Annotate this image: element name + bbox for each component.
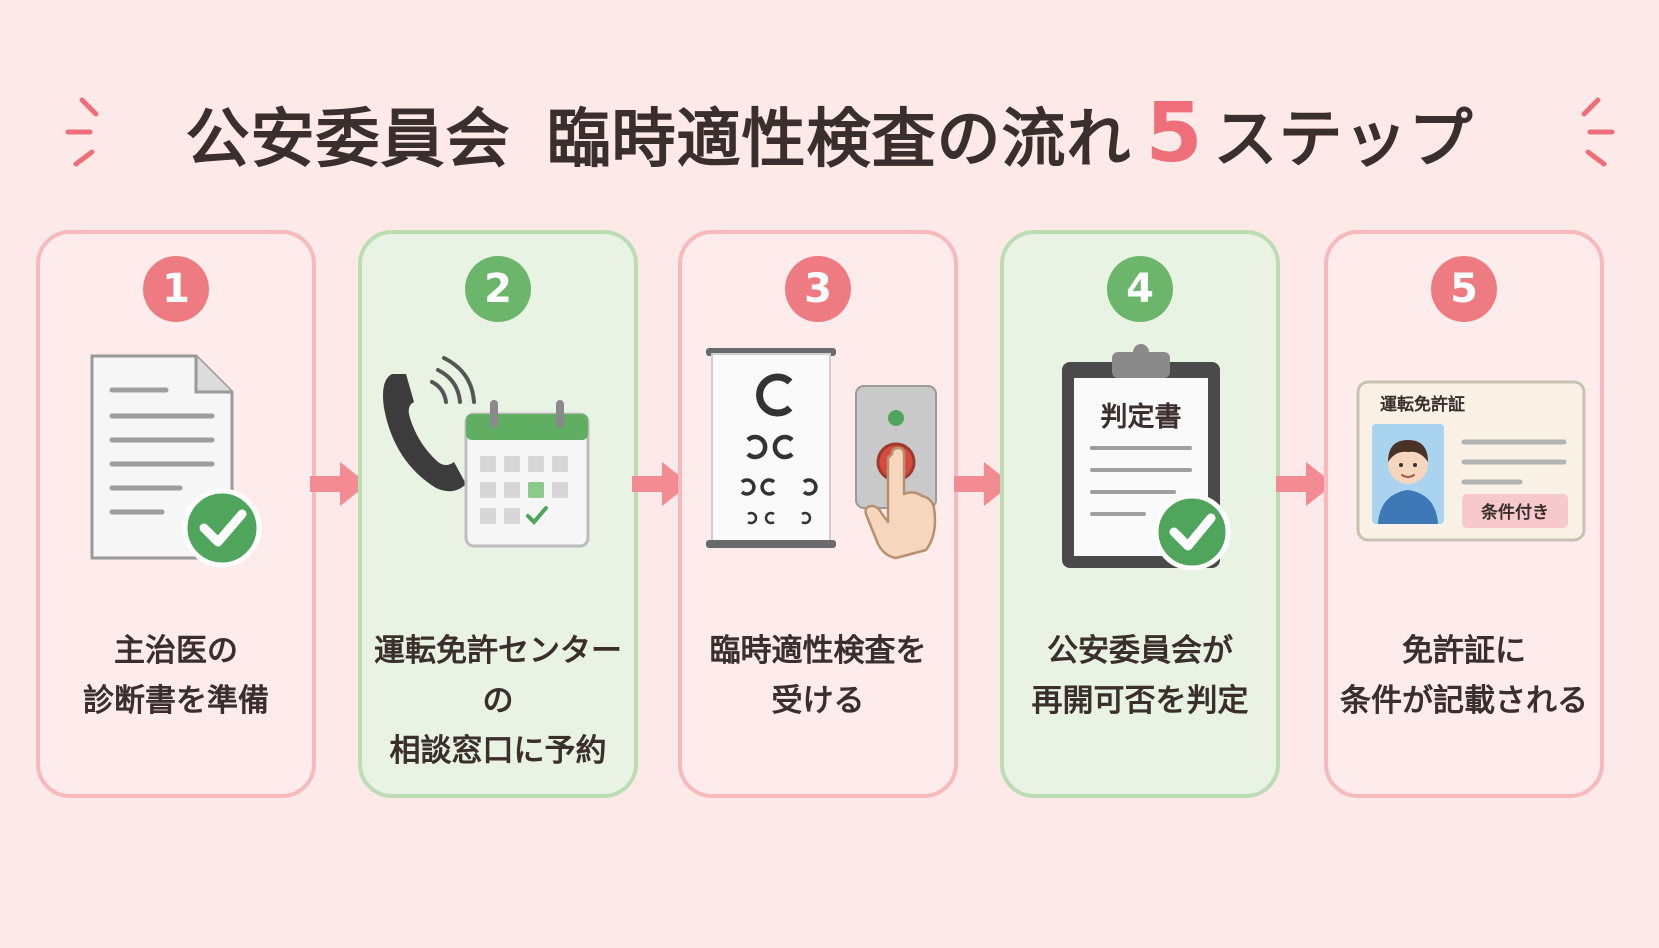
step-caption: 公安委員会が 再開可否を判定: [1031, 633, 1249, 719]
step-caption: 運転免許センターの 相談窓口に予約: [374, 633, 622, 769]
document-illustration: [90, 354, 262, 568]
arrow-right-icon: [310, 462, 368, 506]
sparkle-right-icon: [1581, 97, 1615, 167]
step-number-badge: 2: [465, 256, 531, 322]
license-condition-badge: 条件付き: [1480, 502, 1549, 523]
step-card-5: 5 運転免許証 条件付き 免許証に 条件が記載される: [1324, 230, 1604, 798]
step-number-badge: 3: [785, 256, 851, 322]
clipboard-illustration: 判定書: [1062, 344, 1231, 571]
step-card-2: 2 運転免許センターの 相談窓口に予約: [358, 230, 638, 798]
arrow-right-icon: [632, 462, 690, 506]
step-caption: 免許証に 条件が記載される: [1340, 633, 1588, 719]
check-icon: [1153, 493, 1231, 571]
check-icon: [182, 488, 262, 568]
button-press-icon: [855, 385, 937, 560]
license-illustration: 運転免許証 条件付き: [1356, 380, 1586, 542]
arrow-right-icon: [1276, 462, 1334, 506]
phone-calendar-illustration: [383, 356, 590, 548]
license-title: 運転免許証: [1380, 394, 1465, 415]
clipboard-label: 判定書: [1101, 401, 1182, 433]
title-bar: 公安委員会 臨時適性検査の流れ 5 ステップ: [0, 78, 1659, 188]
calendar-icon: [464, 400, 590, 548]
eye-chart-icon: [706, 348, 836, 548]
sparkle-left-icon: [65, 97, 99, 167]
avatar-icon: [1372, 424, 1444, 524]
step-card-4: 4 判定書 公安委員会が 再開可否を判定: [1000, 230, 1280, 798]
title-number: 5: [1145, 85, 1204, 181]
step-number-badge: 5: [1431, 256, 1497, 322]
phone-icon: [383, 356, 476, 492]
page-title: 公安委員会 臨時適性検査の流れ 5 ステップ: [185, 86, 1473, 181]
step-card-1: 1 主治医の 診断書を準備: [36, 230, 316, 798]
title-part1: 公安委員会: [185, 102, 511, 177]
title-part2: 臨時適性検査の流れ: [546, 102, 1132, 177]
step-caption: 臨時適性検査を 受ける: [709, 633, 927, 719]
step-number-badge: 4: [1107, 256, 1173, 322]
arrow-right-icon: [954, 462, 1012, 506]
eye-test-illustration: [706, 348, 937, 560]
step-caption: 主治医の 診断書を準備: [83, 633, 269, 719]
step-card-3: 3: [678, 230, 958, 798]
license-card-icon: 運転免許証 条件付き: [1356, 380, 1586, 542]
title-suffix: ステップ: [1213, 102, 1474, 177]
step-number-badge: 1: [143, 256, 209, 322]
